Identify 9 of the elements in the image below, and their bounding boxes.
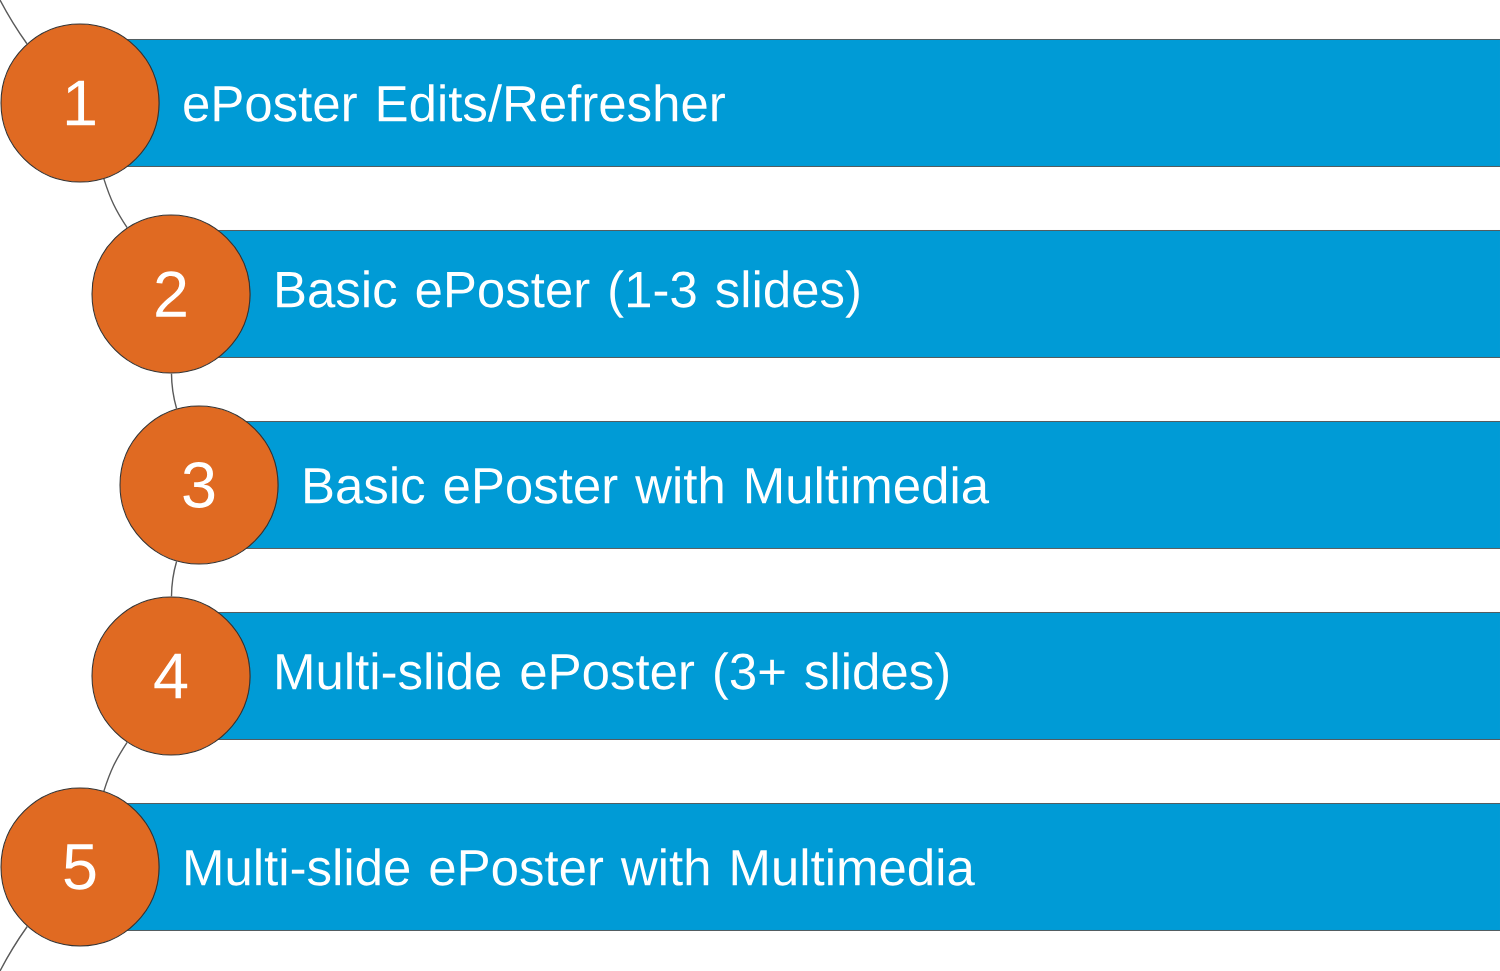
bar: Basic ePoster with Multimedia: [245, 421, 1500, 549]
bar: Basic ePoster (1-3 slides): [217, 230, 1500, 358]
arc-line: [170, 372, 178, 410]
bar: Multi-slide ePoster (3+ slides): [217, 612, 1500, 740]
bar: Multi-slide ePoster with Multimedia: [126, 803, 1500, 931]
arc-line: [170, 560, 178, 598]
bar: ePoster Edits/Refresher: [126, 39, 1500, 167]
arc-line: [103, 741, 128, 792]
arc-line: [103, 178, 128, 229]
